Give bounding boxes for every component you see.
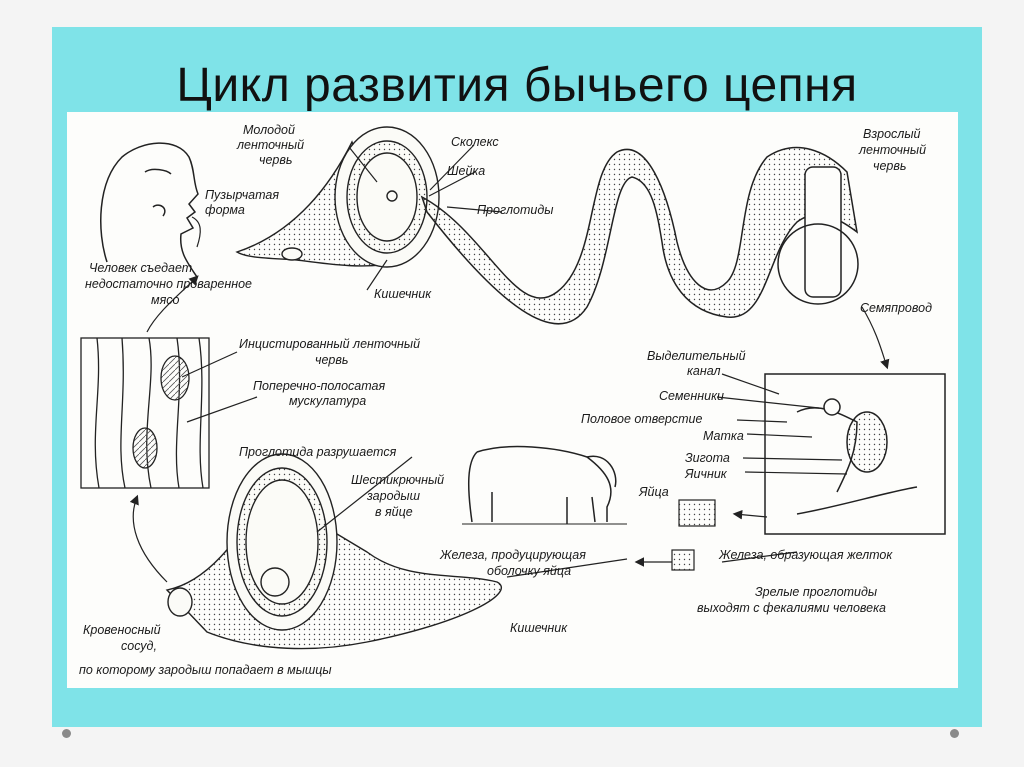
label-sperm-duct: Семяпровод: [860, 301, 932, 315]
human-head-drawing: [100, 142, 199, 278]
label-testes: Семенники: [659, 389, 724, 403]
label-shell-gland: оболочку яйца: [487, 564, 571, 578]
label-encysted-worm: Инцистированный ленточный: [239, 337, 420, 351]
label-scolex: Сколекс: [451, 135, 499, 149]
label-human-eats: недостаточно проваренное: [85, 277, 252, 291]
label-shell-gland: Железа, продуцирующая: [439, 548, 586, 562]
cycle-arrows: [129, 144, 890, 583]
label-bladder-form: форма: [205, 203, 245, 217]
label-ovary: Яичник: [684, 467, 728, 481]
label-bladder-form: Пузырчатая: [205, 188, 279, 202]
label-striated-muscle: Поперечно-полосатая: [253, 379, 385, 393]
label-young-worm: ленточный: [236, 138, 304, 152]
label-yolk-gland: Железа, образующая желток: [718, 548, 893, 562]
label-zygote: Зигота: [685, 451, 730, 465]
label-adult-worm: ленточный: [858, 143, 926, 157]
label-mature-proglottids: выходят с фекалиями человека: [697, 601, 886, 615]
slide-corner-dot: [950, 729, 959, 738]
life-cycle-figure: Молодой ленточный червь Сколекс Шейка Пр…: [67, 112, 958, 688]
label-striated-muscle: мускулатура: [289, 394, 366, 408]
label-adult-worm: червь: [873, 159, 906, 173]
proglottid-detail-drawing: [764, 373, 946, 535]
label-uterus: Матка: [703, 429, 744, 443]
label-genital-opening: Половое отверстие: [581, 412, 702, 426]
tapeworm-chain: [420, 146, 859, 325]
slide-corner-dot: [62, 729, 71, 738]
label-excretory-canal: Выделительный: [647, 349, 746, 363]
label-intestine-bottom: Кишечник: [510, 621, 568, 635]
label-proglottid-breaks: Проглотида разрушается: [239, 445, 397, 459]
egg-cluster-drawing: [671, 499, 716, 571]
slide-title: Цикл развития бычьего цепня: [176, 59, 858, 112]
diagram-labels: Молодой ленточный червь Сколекс Шейка Пр…: [79, 123, 932, 677]
label-young-worm: Молодой: [243, 123, 295, 137]
label-blood-vessel: по которому зародыш попадает в мышцы: [79, 663, 332, 677]
label-blood-vessel: сосуд,: [121, 639, 157, 653]
life-cycle-diagram: Молодой ленточный червь Сколекс Шейка Пр…: [79, 123, 946, 677]
label-hexacanth-embryo: зародыш: [366, 489, 421, 503]
label-neck: Шейка: [447, 164, 485, 178]
label-eggs: Яйца: [638, 485, 669, 499]
label-mature-proglottids: Зрелые проглотиды: [755, 585, 877, 599]
label-hexacanth-embryo: в яйце: [375, 505, 413, 519]
label-human-eats: Человек съедает: [89, 261, 192, 275]
label-hexacanth-embryo: Шестикрючный: [351, 473, 444, 487]
cow-drawing: [462, 445, 627, 525]
muscle-tissue-drawing: [80, 337, 210, 489]
upper-intestine-drawing: [235, 126, 440, 268]
label-proglottids: Проглотиды: [477, 203, 553, 217]
label-blood-vessel: Кровеносный: [83, 623, 161, 637]
label-human-eats: мясо: [151, 293, 179, 307]
label-encysted-worm: червь: [315, 353, 348, 367]
lower-intestine-drawing: [165, 453, 503, 650]
label-adult-worm: Взрослый: [863, 127, 921, 141]
label-intestine-top: Кишечник: [374, 287, 432, 301]
label-young-worm: червь: [259, 153, 292, 167]
label-excretory-canal: канал: [687, 364, 721, 378]
